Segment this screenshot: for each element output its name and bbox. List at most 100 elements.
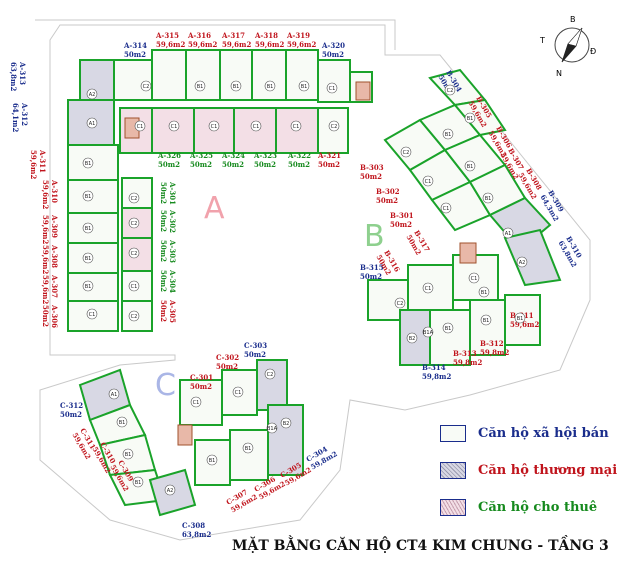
room-type-label: B1 [85,161,92,167]
compass-south: N [556,69,562,78]
unit-code: A-309 [50,214,59,238]
room-type-label: C2 [143,84,150,90]
unit-area: 50m2 [159,182,168,204]
wing-b-label: B [364,219,385,254]
room-type-label: B1 [119,420,126,426]
unit-area: 59,6m2 [41,245,50,274]
room-type-marker [134,120,146,132]
wing-c [78,359,304,517]
room-type-label: A2 [167,488,174,494]
unit-area: 63,8m2 [182,530,211,539]
room-type-marker [440,202,452,214]
legend-swatch-social [440,425,466,442]
wing-a-inner-column [121,177,153,332]
room-type-label: C1 [137,124,144,130]
room-type-marker [128,217,140,229]
unit-area: 50m2 [159,240,168,262]
room-type-marker [108,388,120,400]
room-type-marker [190,396,202,408]
unit-area: 59,6m2 [188,40,217,49]
wing-c-label: C [155,368,176,403]
room-type-marker [280,417,292,429]
unit-code: A-322 [287,151,311,160]
unit-area: 50m2 [390,220,412,229]
unit-code: B-303 [360,163,384,172]
unit-code: A-313 [18,61,27,85]
room-type-label: B1 [267,84,274,90]
unit-code: A-321 [317,151,341,160]
unit-area: 50m2 [360,272,382,281]
room-type-label: C2 [131,196,138,202]
room-type-marker [128,280,140,292]
unit-area: 59,8m2 [422,372,451,381]
unit-code: B-301 [390,211,414,220]
room-type-label: A1 [89,121,96,127]
page-title: MẶT BẰNG CĂN HỘ CT4 KIM CHUNG - TẦNG 3 [232,538,609,554]
room-type-label: A2 [89,92,96,98]
room-type-label: C1 [329,86,336,92]
unit-area: 50m2 [376,196,398,205]
unit-area: 50m2 [190,382,212,391]
unit-area: 59,6m2 [41,215,50,244]
room-type-marker [128,247,140,259]
unit-code: C-302 [216,353,239,362]
room-type-marker [242,442,254,454]
room-type-label: B1 [85,284,92,290]
room-type-label: C1 [425,286,432,292]
unit-area: 50m2 [159,270,168,292]
unit-area: 59,8m2 [480,348,509,357]
room-type-label: B1 [481,290,488,296]
room-type-marker [502,227,514,239]
unit-code: A-318 [254,31,278,40]
room-type-label: C1 [131,284,138,290]
room-type-marker [328,120,340,132]
room-type-marker [116,416,128,428]
room-type-marker [266,422,278,434]
room-type-label: B2 [409,336,416,342]
room-type-marker [86,88,98,100]
room-type-label: C2 [397,301,404,307]
unit-code: A-302 [168,209,177,233]
room-type-label: B1 [85,226,92,232]
room-type-marker [132,476,144,488]
room-type-label: C2 [331,124,338,130]
room-type-marker [82,280,94,292]
unit-code: C-301 [190,373,213,382]
unit-code: A-314 [123,41,147,50]
room-type-marker [86,308,98,320]
unit-area: 64,1m2 [11,103,20,132]
room-type-label: C2 [131,251,138,257]
room-type-marker [232,386,244,398]
wing-a-middle-row [119,107,349,154]
room-type-label: B1 [85,194,92,200]
unit-code: A-308 [50,244,59,268]
room-type-marker [464,112,476,124]
unit-code: A-319 [286,31,310,40]
room-type-label: C2 [403,150,410,156]
legend-swatch-rental [440,499,466,516]
room-type-label: C1 [193,400,200,406]
unit-code: B-315 [360,263,384,272]
unit-area: 50m2 [159,300,168,322]
unit-area: 59,6m2 [287,40,316,49]
unit-area: 59,6m2 [41,180,50,209]
room-type-marker [516,256,528,268]
room-type-label: B1 [125,452,132,458]
room-type-marker [122,448,134,460]
